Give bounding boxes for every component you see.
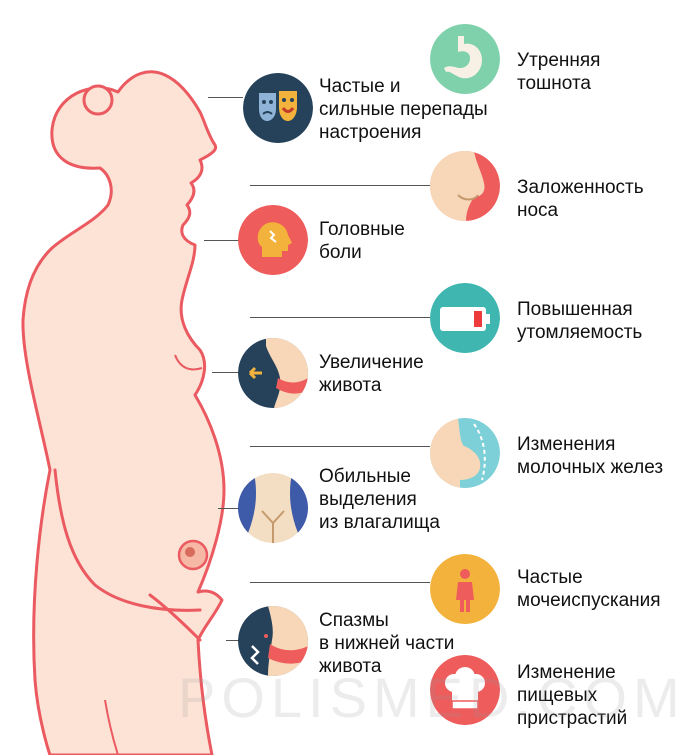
leader-line: [250, 185, 430, 186]
symptom-label-cramps: Спазмы в нижней части живота: [319, 610, 455, 677]
woman-figure-icon: [430, 554, 500, 624]
symptom-label-morning-sickness: Утренняя тошнота: [517, 50, 601, 94]
leader-line: [250, 317, 430, 318]
belly-growth-icon: [238, 338, 308, 408]
leader-line: [250, 582, 430, 583]
abdominal-cramp-icon: [238, 606, 308, 676]
breast-icon: [430, 418, 500, 488]
leader-line: [226, 640, 243, 641]
leader-line: [204, 240, 243, 241]
symptom-label-discharge: Обильные выделения из влагалища: [319, 466, 440, 533]
leader-line: [208, 97, 243, 98]
theater-masks-icon: [243, 73, 313, 143]
leader-line: [250, 446, 430, 447]
symptom-label-headaches: Головные боли: [319, 219, 405, 263]
watermark: POLISMED.COM: [178, 666, 686, 729]
symptom-label-breast-changes: Изменения молочных желез: [517, 434, 664, 478]
pelvis-icon: [238, 473, 308, 543]
leader-line: [218, 508, 243, 509]
symptom-label-frequent-urination: Частые мочеиспускания: [517, 567, 661, 611]
headache-icon: [238, 205, 308, 275]
symptom-label-belly-growth: Увеличение живота: [319, 352, 424, 396]
symptom-label-mood-swings: Частые и сильные перепады настроения: [319, 76, 488, 143]
symptom-label-nasal-congestion: Заложенность носа: [517, 177, 644, 221]
stomach-icon: [430, 24, 500, 94]
nose-icon: [430, 151, 500, 221]
symptom-label-fatigue: Повышенная утомляемость: [517, 299, 643, 343]
low-battery-icon: [430, 283, 500, 353]
pregnant-woman-silhouette: [21, 70, 226, 755]
chef-hat-icon: [430, 655, 500, 725]
symptom-label-food-cravings: Изменение пищевых пристрастий: [517, 662, 628, 729]
leader-line: [212, 372, 243, 373]
